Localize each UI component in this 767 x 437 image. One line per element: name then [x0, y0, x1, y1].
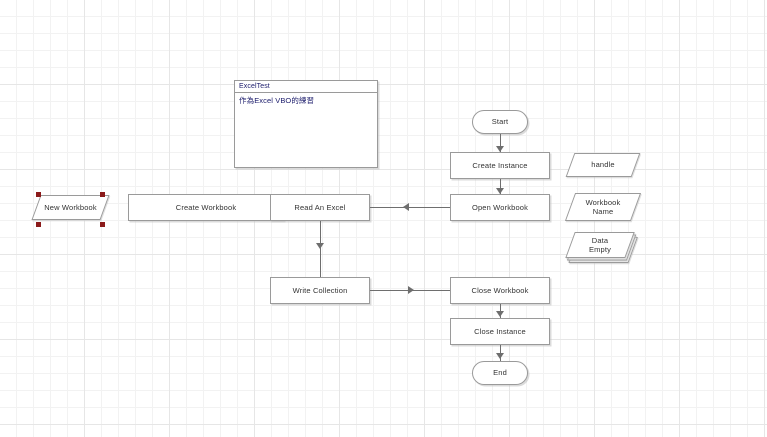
shape-read-an-excel[interactable]: Read An Excel: [270, 194, 370, 221]
arrowhead-down-create-instance: [495, 146, 504, 152]
shape-write-collection[interactable]: Write Collection: [270, 277, 370, 304]
note-box[interactable]: ExcelTest 作為Excel VBO的練習: [234, 80, 378, 168]
selection-handle-bottom-right[interactable]: [100, 222, 105, 227]
shape-end[interactable]: End: [472, 361, 528, 385]
shape-workbook-name-data[interactable]: Workbook Name: [564, 193, 642, 221]
connector-open-workbook-to-read-an-excel: [370, 207, 450, 208]
note-title: ExcelTest: [235, 81, 377, 93]
shape-label: Create Instance: [472, 160, 528, 170]
connector-start-to-create-instance: [500, 134, 501, 152]
arrowhead-left-read-an-excel: [403, 202, 409, 211]
shape-label: Read An Excel: [294, 202, 346, 212]
connector-read-an-excel-to-write-collection: [320, 221, 321, 277]
shape-label: Open Workbook: [471, 202, 528, 212]
connector-create-instance-to-open-workbook: [500, 179, 501, 194]
arrowhead-down-end: [495, 353, 504, 359]
shape-label: Create Workbook: [175, 202, 237, 212]
selection-handle-top-right[interactable]: [100, 192, 105, 197]
parallelogram-outline: [31, 195, 110, 220]
shape-label: Start: [491, 117, 509, 127]
arrowhead-right-close-workbook: [408, 285, 414, 294]
shape-label: Close Instance: [474, 326, 526, 336]
parallelogram-layer-front: [565, 232, 635, 258]
shape-label: Write Collection: [292, 285, 348, 295]
arrowhead-down-open-workbook: [495, 188, 504, 194]
shape-close-workbook[interactable]: Close Workbook: [450, 277, 550, 304]
shape-create-workbook[interactable]: Create Workbook: [128, 194, 284, 221]
shape-new-workbook[interactable]: New Workbook: [31, 195, 110, 220]
selection-handle-top-left[interactable]: [36, 192, 41, 197]
parallelogram-outline: [565, 153, 641, 177]
note-body: 作為Excel VBO的練習: [239, 96, 315, 105]
shape-data-empty-multidata[interactable]: Data Empty: [565, 232, 638, 263]
shape-open-workbook[interactable]: Open Workbook: [450, 194, 550, 221]
arrowhead-down-write-collection: [315, 243, 324, 249]
shape-close-instance[interactable]: Close Instance: [450, 318, 550, 345]
shape-create-instance[interactable]: Create Instance: [450, 152, 550, 179]
parallelogram-outline: [564, 193, 642, 221]
shape-handle-data[interactable]: handle: [565, 153, 641, 177]
selection-handle-bottom-left[interactable]: [36, 222, 41, 227]
shape-start[interactable]: Start: [472, 110, 528, 134]
shape-label: Close Workbook: [471, 285, 529, 295]
arrowhead-down-close-instance: [495, 311, 504, 317]
shape-label: End: [493, 368, 507, 378]
